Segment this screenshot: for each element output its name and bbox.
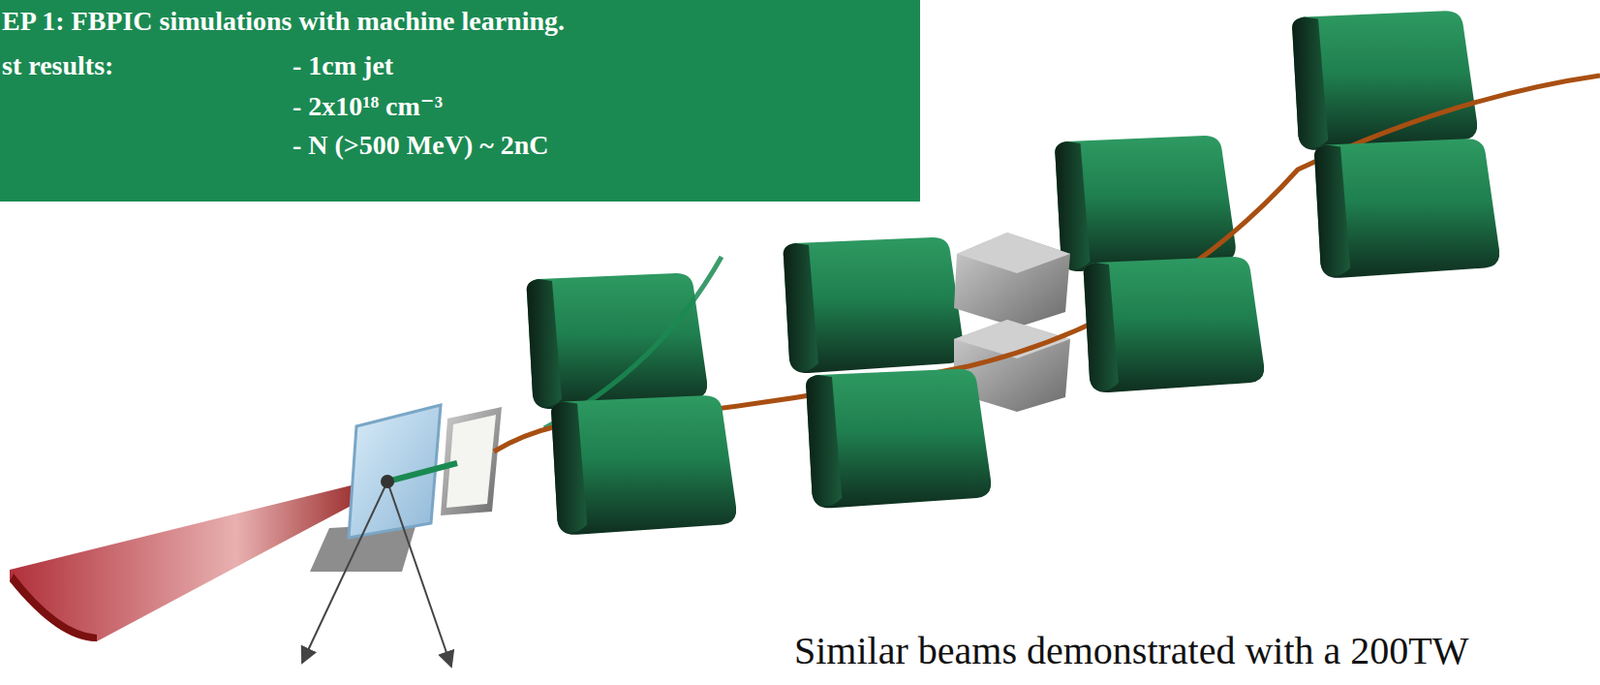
panel-line: - N (>500 MeV) ~ 2nC <box>292 129 550 161</box>
panel-line: st results: <box>1 50 114 82</box>
panel-heading: EP 1: FBPIC simulations with machine lea… <box>1 5 565 37</box>
title-panel: EP 1: FBPIC simulations with machine lea… <box>0 0 921 202</box>
panel-line: - 2x10¹⁸ cm⁻³ <box>292 90 443 123</box>
panel-line: - 1cm jet <box>292 50 394 82</box>
note-text: Similar beams demonstrated with a 200TW <box>794 627 1470 674</box>
